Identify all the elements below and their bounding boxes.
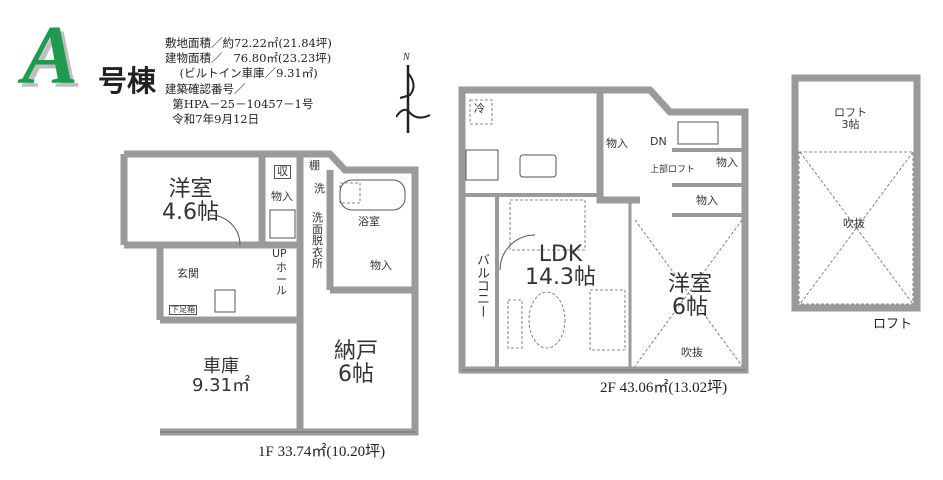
dn-label: DN — [650, 135, 667, 148]
room-western-4-6: 洋室 4.6帖 — [162, 177, 219, 226]
ldk-label: LDK 14.3帖 — [525, 242, 596, 291]
building-label: 号棟 — [98, 64, 157, 98]
hall-label: ホ ー ル — [276, 261, 287, 298]
storage-2f-b: 物入 — [716, 156, 738, 169]
storage-2f-c: 物入 — [696, 194, 718, 207]
room-western-6: 洋室 6帖 — [668, 272, 713, 321]
floor2-area: 2F 43.06㎡(13.02坪) — [600, 380, 728, 396]
loft-3-label: ロフト 3帖 — [834, 106, 867, 131]
property-info: 敷地面積／約72.22㎡(21.84坪) 建物面積／ 76.80㎡(23.23坪… — [165, 36, 332, 127]
site-area: 敷地面積／約72.22㎡(21.84坪) — [165, 36, 332, 50]
building-logo-letter: A — [22, 9, 79, 102]
building-area: 建物面積／ 76.80㎡(23.23坪) — [165, 51, 332, 66]
void-loft-label: 吹抜 — [843, 217, 865, 230]
void-2f-label: 吹抜 — [681, 346, 703, 359]
washroom-label: 洗 面 脱 衣 所 — [312, 211, 323, 271]
washer-label: 洗 — [314, 182, 325, 195]
loft-title: ロフト — [873, 316, 913, 331]
bathroom-label: 浴室 — [358, 215, 380, 228]
closet-label: 納戸 6帖 — [334, 339, 379, 388]
fridge-label: 冷 — [474, 102, 485, 115]
permit-label: 建築確認番号／ — [165, 81, 246, 96]
north-arrow-icon — [396, 65, 431, 133]
storage-1f-b: 物入 — [370, 259, 392, 272]
storage-2f-a: 物入 — [606, 137, 628, 150]
permit-number: 第HPA－25－10457－1号 — [165, 96, 314, 111]
permit-date: 令和7年9月12日 — [165, 112, 260, 127]
shoe-box-label: 下足箱 — [169, 305, 197, 316]
balcony-label: バルコニー — [474, 253, 489, 318]
north-label: N — [403, 52, 410, 63]
garage-label: 車庫 9.31㎡ — [192, 356, 251, 396]
loft-above-label: 上部ロフト — [650, 165, 696, 175]
shelf-label: 棚 — [309, 159, 320, 172]
storage-shu-label: 収 — [274, 165, 291, 179]
storage-1f-a: 物入 — [271, 190, 293, 203]
entrance-label: 玄関 — [177, 267, 199, 280]
up-label: UP — [272, 247, 287, 260]
floor1-area: 1F 33.74㎡(10.20坪) — [258, 444, 386, 460]
garage-area: (ビルトイン車庫／9.31㎡) — [165, 66, 318, 81]
